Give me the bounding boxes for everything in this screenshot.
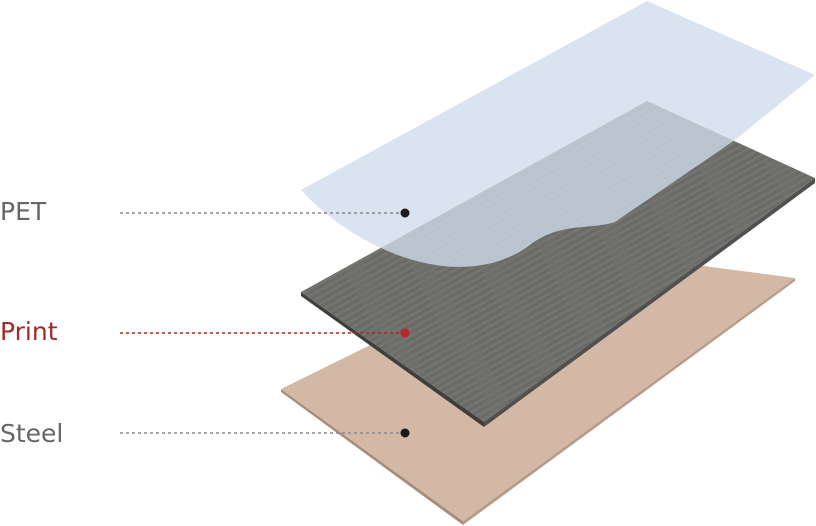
leader-dot-print [400,328,410,338]
label-steel: Steel [0,419,64,448]
leader-dot-steel [400,428,410,438]
label-pet: PET [0,197,47,226]
print-layer [301,101,815,427]
leader-dot-pet [400,208,410,218]
pet-layer [301,1,815,267]
label-print: Print [0,317,58,346]
